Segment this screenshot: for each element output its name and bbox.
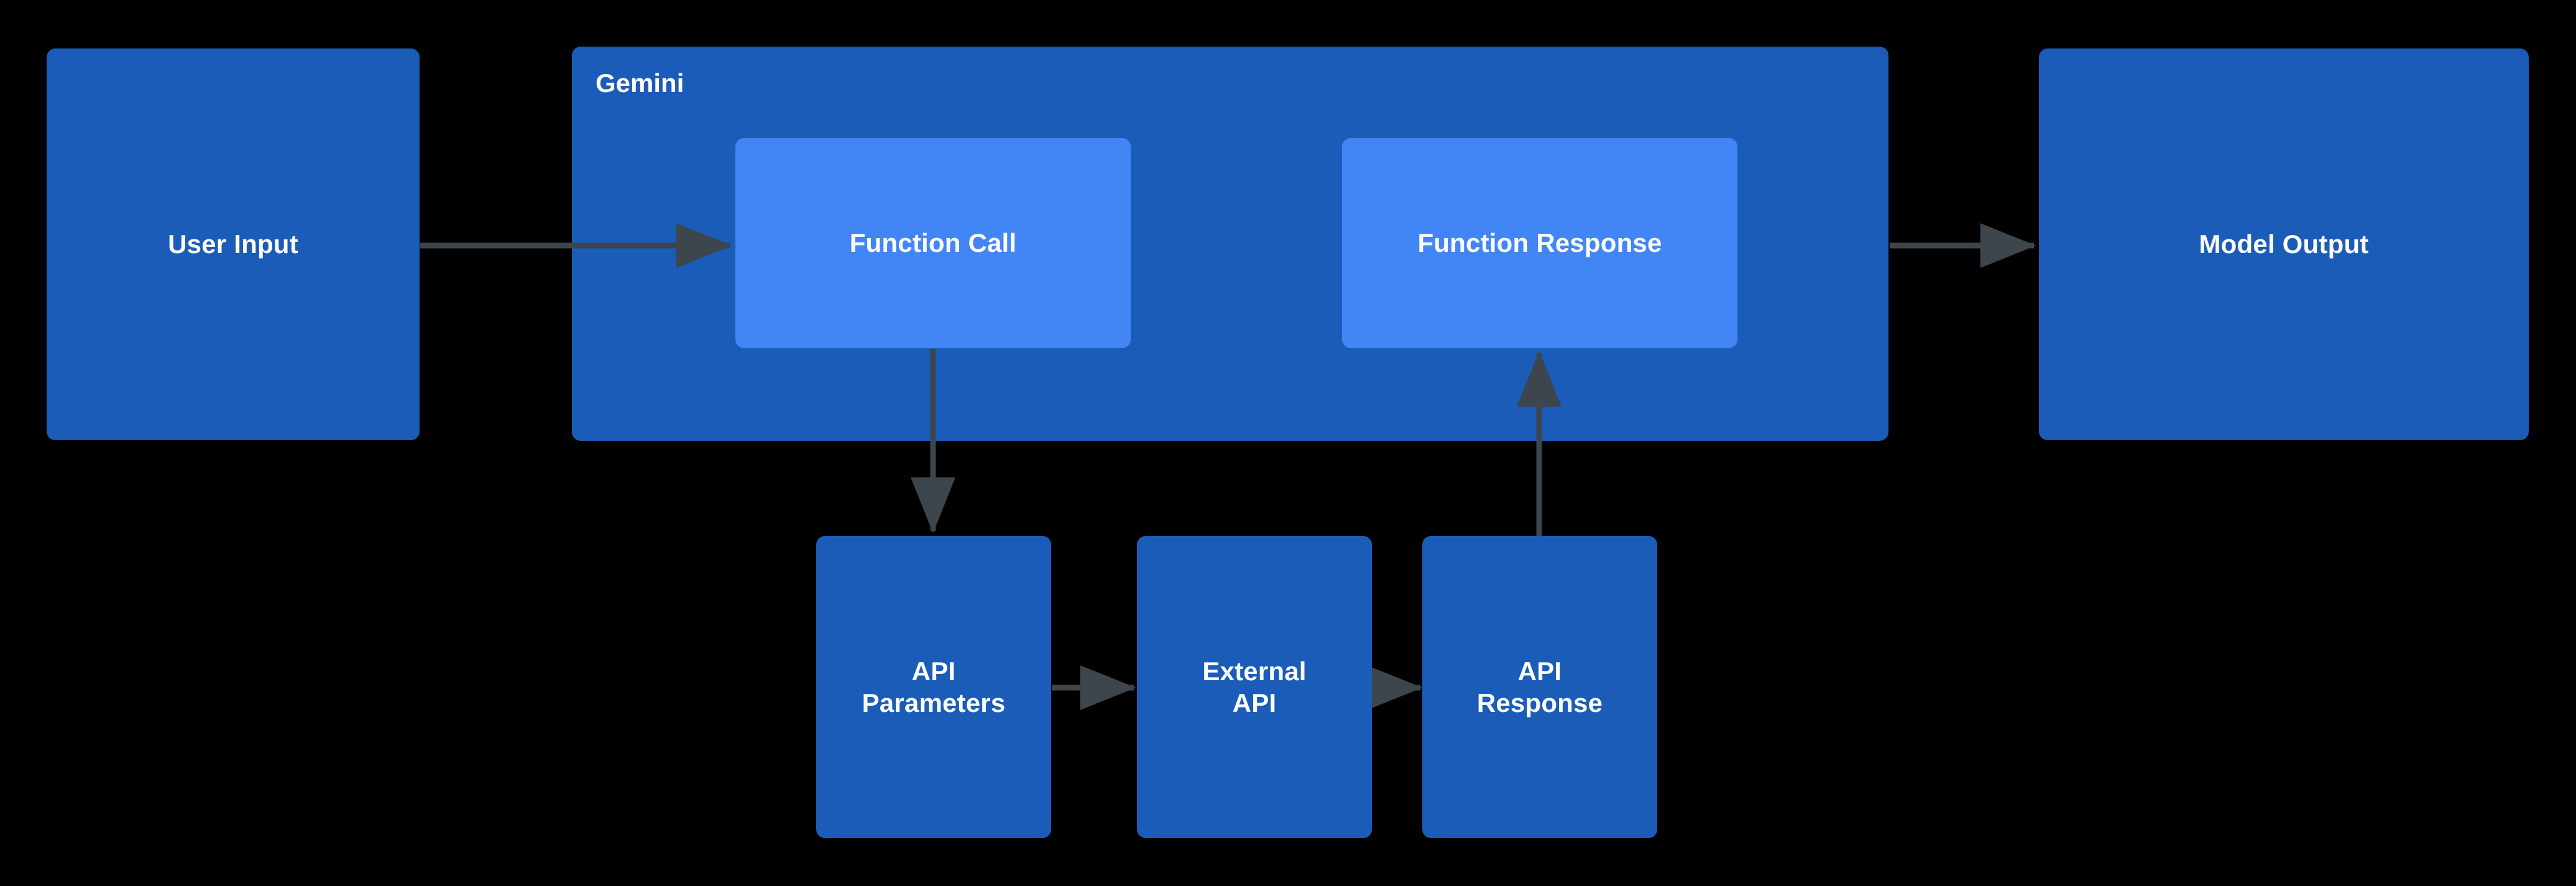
node-function-response-label: Function Response: [1417, 228, 1662, 258]
node-function-call[interactable]: Function Call: [735, 138, 1131, 348]
node-user-input[interactable]: User Input: [47, 48, 420, 440]
node-api-response[interactable]: API Response: [1422, 536, 1657, 838]
node-user-input-label: User Input: [168, 229, 298, 259]
node-external-api[interactable]: External API: [1137, 536, 1372, 838]
node-api-response-label: API Response: [1476, 656, 1603, 718]
node-function-call-label: Function Call: [849, 228, 1017, 258]
node-function-response[interactable]: Function Response: [1342, 138, 1737, 348]
gemini-cluster-label: Gemini: [596, 68, 684, 98]
node-model-output[interactable]: Model Output: [2039, 48, 2529, 440]
node-api-parameters[interactable]: API Parameters: [816, 536, 1051, 838]
node-model-output-label: Model Output: [2199, 229, 2369, 259]
node-external-api-label: External API: [1202, 656, 1307, 718]
node-api-parameters-label: API Parameters: [862, 656, 1006, 718]
